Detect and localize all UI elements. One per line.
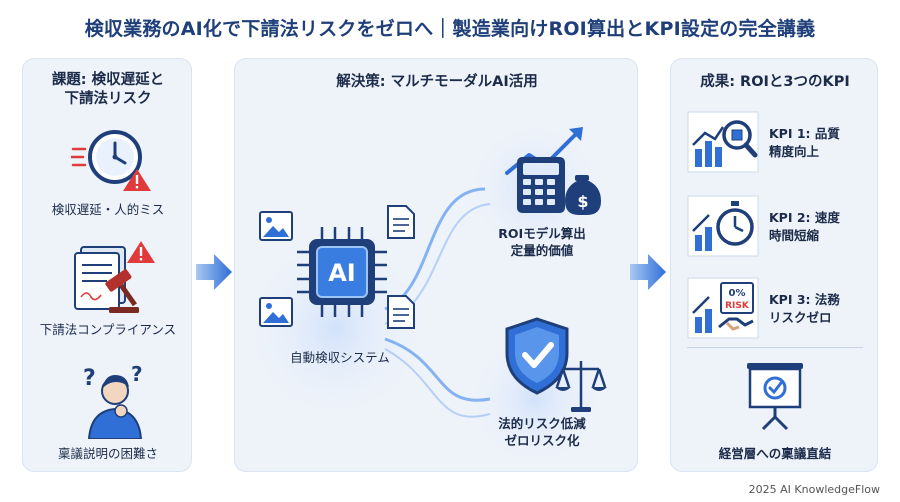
svg-text:?: ? [83, 366, 96, 391]
kpi-label: KPI 2: 速度 時間短縮 [769, 209, 840, 245]
presentation-board-icon [747, 363, 803, 431]
kpi-label-line2: 精度向上 [769, 144, 820, 159]
flow-arrow-icon [196, 254, 232, 290]
system-label: 自動検収システム [290, 350, 390, 365]
kpi-label-line2: 時間短縮 [769, 228, 820, 243]
solution-panel: 解決策: マルチモーダルAI活用 [234, 58, 638, 472]
chart-stopwatch-icon [687, 195, 759, 257]
footer-credit: 2025 AI KnowledgeFlow [748, 483, 880, 496]
ai-chip-icon: AI [297, 227, 387, 317]
outcome-heading: 成果: ROIと3つのKPI [700, 74, 850, 90]
outcome-panel: 成果: ROIと3つのKPI KPI 1: 品質 精度向上 KPI 2: 速度 … [670, 58, 878, 472]
kpi-label-line1: KPI 2: 速度 [769, 210, 840, 225]
challenge-heading-line1: 課題: 検収遅延と [51, 72, 165, 88]
roi-label-line1: ROIモデル算出 [498, 226, 586, 241]
ai-chip-label: AI [328, 259, 356, 287]
shield-scales-icon [505, 317, 607, 412]
chart-risk-handshake-icon: 0% RISK [687, 277, 759, 339]
kpi-label-line1: KPI 3: 法務 [769, 292, 840, 307]
risk-label-line2: ゼロリスク化 [504, 433, 580, 448]
challenge-heading: 課題: 検収遅延と 下請法リスク [23, 71, 193, 109]
risk-label-line1: 法的リスク低減 [498, 416, 586, 431]
document-icon [387, 295, 415, 329]
kpi-label-line2: リスクゼロ [769, 310, 832, 325]
risk-label: 法的リスク低減 ゼロリスク化 [467, 415, 617, 449]
svg-text:$: $ [577, 192, 588, 211]
chart-magnifier-icon [687, 111, 759, 173]
document-gavel-icon [74, 241, 155, 313]
challenge-item-label: 下請法コンプライアンス [39, 322, 177, 337]
svg-text:?: ? [131, 362, 143, 386]
kpi-label: KPI 3: 法務 リスクゼロ [769, 291, 840, 327]
challenge-item-label: 検収遅延・人的ミス [51, 202, 165, 217]
image-icon [259, 211, 293, 241]
risk-badge-percent: 0% [729, 288, 746, 299]
challenge-heading-line2: 下請法リスク [64, 91, 152, 107]
image-icon [259, 297, 293, 327]
risk-badge-text: RISK [725, 301, 750, 311]
confused-person-icon: ? ? [83, 362, 143, 439]
kpi-label: KPI 1: 品質 精度向上 [769, 125, 840, 161]
flow-arrow-icon [630, 254, 666, 290]
roi-label: ROIモデル算出 定量的価値 [467, 225, 617, 259]
calculator-money-icon: $ [505, 127, 601, 215]
bottom-label: 経営層への稟議直結 [718, 446, 832, 461]
roi-label-line2: 定量的価値 [510, 243, 574, 258]
clock-warning-icon [71, 130, 151, 191]
solution-heading: 解決策: マルチモーダルAI活用 [336, 74, 538, 90]
divider [687, 347, 863, 348]
challenge-item-label: 稟議説明の困難さ [57, 446, 158, 461]
data-flow-lines [240, 129, 605, 459]
challenge-panel: 課題: 検収遅延と 下請法リスク 検収遅延・人的ミス 下請法コンプライアンス [22, 58, 192, 472]
document-icon [387, 205, 415, 239]
kpi-label-line1: KPI 1: 品質 [769, 126, 840, 141]
page-title: 検収業務のAI化で下請法リスクをゼロへ｜製造業向けROI算出とKPI設定の完全講… [84, 18, 816, 40]
